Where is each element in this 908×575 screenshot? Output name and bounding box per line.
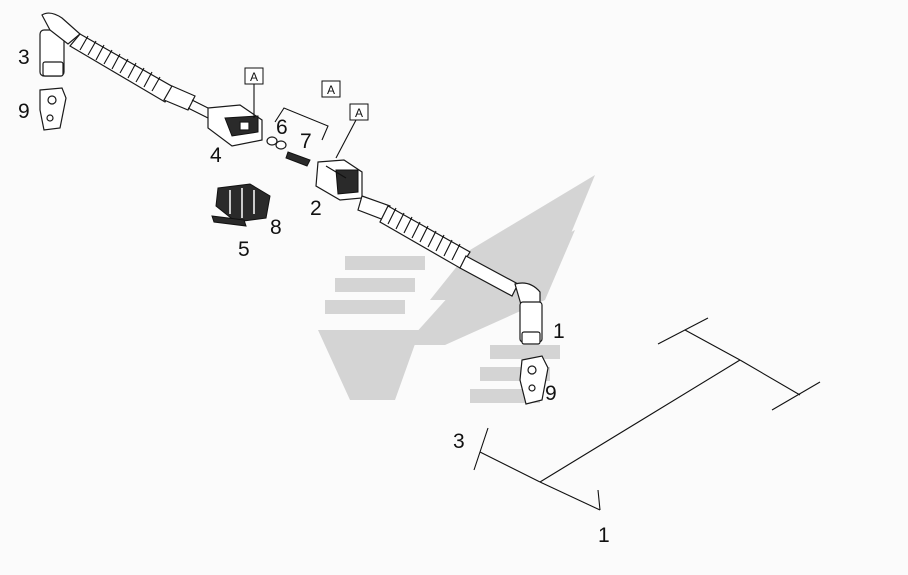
callout-8: 8 [270, 216, 282, 239]
callout-9-top: 9 [18, 100, 30, 123]
corrugated-hose-bottom [357, 195, 519, 297]
callout-6: 6 [276, 116, 288, 139]
callout-1-schematic: 1 [598, 524, 610, 547]
callout-3-schematic: 3 [453, 430, 465, 453]
callout-4: 4 [210, 144, 222, 167]
terminal-6 [266, 136, 287, 150]
box-label-a1: A [244, 67, 264, 85]
corrugated-hose-top [69, 33, 213, 119]
box-label-a2: A [321, 80, 341, 98]
callout-7: 7 [300, 130, 312, 153]
bracket-9-bottom [519, 355, 549, 405]
wiring-schematic [473, 317, 821, 511]
sensor-bottom [514, 282, 543, 345]
callout-1-sensor: 1 [553, 320, 565, 343]
bracket-6-7 [274, 107, 329, 141]
svg-text:A: A [327, 83, 335, 97]
clip-5 [211, 215, 247, 227]
box-label-a3: A [349, 103, 369, 121]
svg-text:A: A [250, 70, 258, 84]
connector-8 [215, 183, 271, 223]
connector-4 [207, 104, 263, 147]
callout-5: 5 [238, 238, 250, 261]
callout-9-bottom: 9 [545, 382, 557, 405]
callout-3-top: 3 [18, 46, 30, 69]
bracket-9-top [39, 87, 67, 131]
terminal-7 [285, 151, 311, 167]
sensor-top-left [39, 12, 81, 77]
svg-text:A: A [355, 106, 363, 120]
callout-2: 2 [310, 197, 322, 220]
connector-2 [315, 159, 363, 201]
leader-a3 [335, 119, 357, 159]
